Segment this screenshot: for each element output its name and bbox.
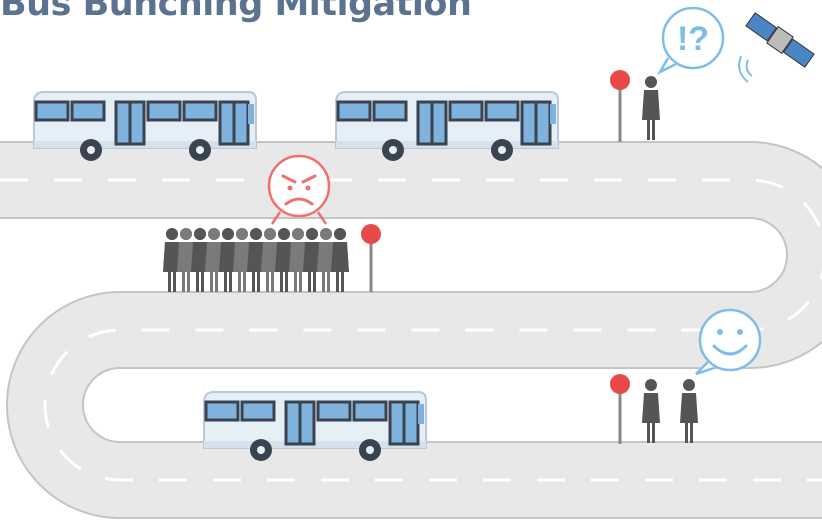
stop-sign-icon: [610, 374, 630, 394]
bus-stop-top: [610, 70, 660, 142]
stop-sign-icon: [610, 70, 630, 90]
crowd-person: [331, 228, 349, 292]
angry-face-icon: [269, 156, 329, 224]
stop-sign-icon: [361, 224, 381, 244]
question-bubble: !?: [660, 8, 723, 72]
passenger-crowd: [163, 228, 349, 292]
waiting-passenger: [642, 76, 660, 140]
happy-passenger: [642, 379, 660, 443]
happy-passenger: [680, 379, 698, 443]
bus-stop-middle: [361, 224, 381, 292]
question-text: !?: [677, 20, 709, 58]
satellite-icon: [739, 11, 815, 82]
bus-stop-bottom: [610, 374, 698, 444]
